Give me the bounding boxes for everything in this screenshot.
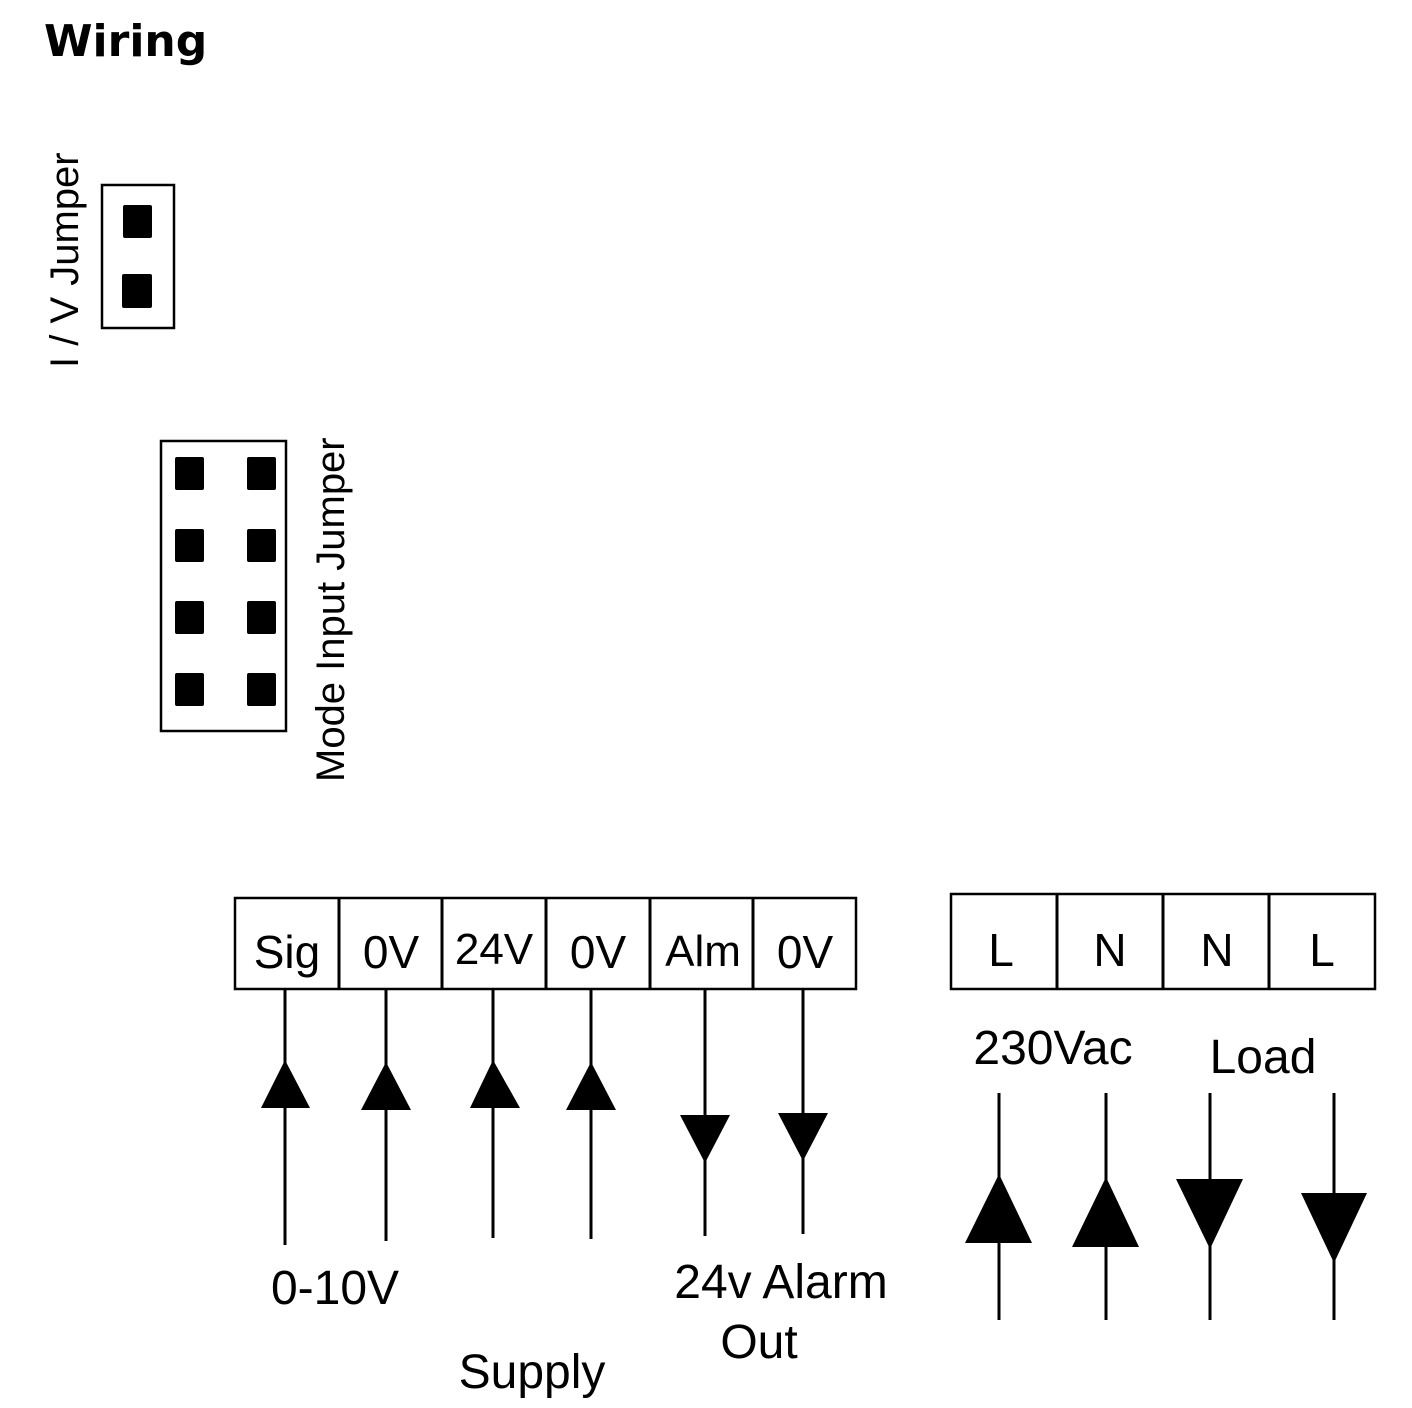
terminal-n: N (1200, 924, 1233, 976)
page-title: Wiring (44, 16, 207, 67)
mains-wires (965, 1093, 1367, 1320)
terminal-l: L (1309, 924, 1335, 976)
arrow-down-icon (778, 1113, 828, 1161)
terminal-alm: Alm (665, 927, 741, 976)
jumper-pin (175, 529, 204, 562)
iv-jumper-label: I / V Jumper (43, 152, 87, 368)
jumper-pin (123, 205, 152, 238)
jumper-pin (247, 457, 276, 490)
jumper-pin (247, 673, 276, 706)
jumper-pin (122, 274, 152, 308)
mains-terminal-block: L N N L (949, 892, 1377, 991)
mode-jumper-label: Mode Input Jumper (309, 437, 353, 782)
arrow-up-icon (566, 1062, 616, 1110)
alarm-caption-line1: 24v Alarm (674, 1256, 887, 1309)
terminal-sig: Sig (254, 926, 320, 978)
terminal-0v: 0V (363, 926, 420, 978)
terminal-n: N (1093, 924, 1126, 976)
arrow-up-icon (1072, 1177, 1139, 1247)
arrow-up-icon (361, 1062, 411, 1110)
jumper-pin (175, 601, 204, 634)
arrow-down-icon (1301, 1193, 1367, 1263)
terminal-0v: 0V (777, 926, 834, 978)
arrow-down-icon (680, 1115, 730, 1163)
arrow-up-icon (965, 1174, 1032, 1243)
arrow-down-icon (1176, 1179, 1243, 1249)
load-caption: Load (1210, 1031, 1317, 1084)
mains-caption: 230Vac (973, 1022, 1132, 1075)
terminal-0v: 0V (570, 926, 627, 978)
arrow-up-icon (261, 1060, 310, 1108)
terminal-l: L (988, 924, 1014, 976)
low-voltage-wires (261, 989, 828, 1245)
signal-caption: 0-10V (271, 1262, 399, 1315)
arrow-up-icon (470, 1060, 520, 1108)
jumper-pin (247, 601, 276, 634)
jumper-pin (247, 529, 276, 562)
mode-input-jumper: Mode Input Jumper (159, 437, 353, 782)
iv-jumper: I / V Jumper (43, 152, 176, 368)
low-voltage-terminal-block: Sig 0V 24V 0V Alm 0V (233, 896, 858, 991)
supply-caption: Supply (459, 1346, 606, 1399)
terminal-24v: 24V (455, 925, 534, 974)
jumper-pin (175, 673, 204, 706)
alarm-caption-line2: Out (720, 1316, 797, 1369)
jumper-pin (175, 457, 204, 490)
